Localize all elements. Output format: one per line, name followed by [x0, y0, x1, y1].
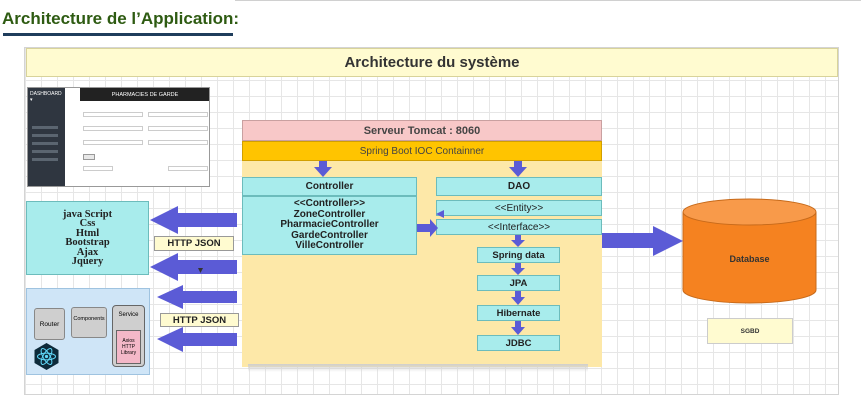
jdbc-box: JDBC: [477, 335, 560, 351]
left-arrow-icon: [150, 253, 237, 281]
dao-box: DAO: [436, 177, 602, 196]
database-label: Database: [729, 254, 770, 264]
database-cylinder-icon: [682, 198, 817, 304]
tech-stack-box: java Script Css Html Bootstrap Ajax Jque…: [26, 201, 149, 275]
tomcat-server-box: Serveur Tomcat : 8060: [242, 120, 602, 141]
axios-box: Axios HTTP Library: [116, 330, 141, 364]
left-arrow-icon: [157, 285, 237, 309]
thumbnail-field: [83, 140, 143, 145]
small-pointer-icon: [198, 268, 203, 273]
sgbd-box: SGBD: [707, 318, 793, 344]
down-arrow-icon: [511, 263, 525, 275]
controller-list: <<Controller>> ZoneController PharmacieC…: [242, 196, 417, 255]
server-shadow: [248, 364, 588, 372]
thumbnail-field: [168, 166, 208, 171]
tech-ajax: Ajax: [76, 246, 99, 258]
thumbnail-sidebar-item: [32, 142, 58, 145]
left-arrow-icon: [150, 206, 237, 234]
spring-data-box: Spring data: [477, 247, 560, 263]
thumbnail-sidebar-item: [32, 158, 58, 161]
thumbnail-field: [148, 140, 208, 145]
page-heading: Architecture de l’Application:: [2, 9, 240, 28]
axios-http-label: HTTP: [121, 344, 136, 350]
axios-label: Axios: [122, 338, 135, 344]
down-arrow-icon: [511, 321, 525, 335]
diagram-title: Architecture du système: [26, 48, 838, 77]
thumbnail-header: PHARMACIES DE GARDE: [80, 88, 209, 101]
http-json-label: HTTP JSON: [160, 313, 239, 327]
top-rule: [235, 0, 861, 1]
spring-container-box: Spring Boot IOC Containner: [242, 141, 602, 161]
react-logo-icon: [34, 343, 59, 370]
tech-javascript: java Script: [62, 208, 113, 220]
tech-jquery: Jquery: [71, 256, 104, 267]
dashboard-thumbnail: DASHBOARD ▾ PHARMACIES DE GARDE: [27, 87, 210, 187]
router-box: Router: [34, 308, 65, 340]
left-arrow-icon: [436, 210, 444, 218]
ville-controller: VilleController: [295, 240, 364, 252]
down-arrow-icon: [511, 235, 525, 247]
controller-stereotype: <<Controller>>: [293, 198, 366, 210]
axios-library-label: Library: [120, 350, 137, 356]
down-arrow-icon: [314, 161, 332, 177]
pharmacie-controller: PharmacieController: [280, 219, 379, 231]
database-arrow-icon: [602, 226, 683, 256]
thumbnail-field: [83, 166, 113, 171]
garde-controller: GardeController: [291, 229, 368, 241]
thumbnail-field: [148, 126, 208, 131]
components-box: Components: [71, 307, 107, 338]
tech-html: Html: [75, 227, 100, 239]
thumbnail-sidebar-item: [32, 150, 58, 153]
heading-underline: [3, 33, 233, 36]
down-arrow-icon: [509, 161, 527, 177]
thumbnail-sidebar: DASHBOARD ▾: [28, 88, 65, 186]
thumbnail-field: [83, 126, 143, 131]
thumbnail-sidebar-item: [32, 134, 58, 137]
thumbnail-button: [83, 154, 95, 160]
entity-box: <<Entity>>: [436, 200, 602, 216]
thumbnail-sidebar-title: DASHBOARD ▾: [30, 91, 62, 103]
thumbnail-sidebar-item: [32, 126, 58, 129]
down-arrow-icon: [511, 291, 525, 305]
http-json-label: HTTP JSON: [154, 236, 234, 251]
thumbnail-field: [83, 112, 143, 117]
zone-controller: ZoneController: [293, 208, 366, 220]
thumbnail-field: [148, 112, 208, 117]
hibernate-box: Hibernate: [477, 305, 560, 321]
left-arrow-icon: [157, 327, 237, 352]
tech-css: Css: [79, 218, 96, 229]
right-arrow-icon: [417, 219, 438, 237]
tech-bootstrap: Bootstrap: [65, 237, 110, 248]
controller-header: Controller: [242, 177, 417, 196]
jpa-box: JPA: [477, 275, 560, 291]
